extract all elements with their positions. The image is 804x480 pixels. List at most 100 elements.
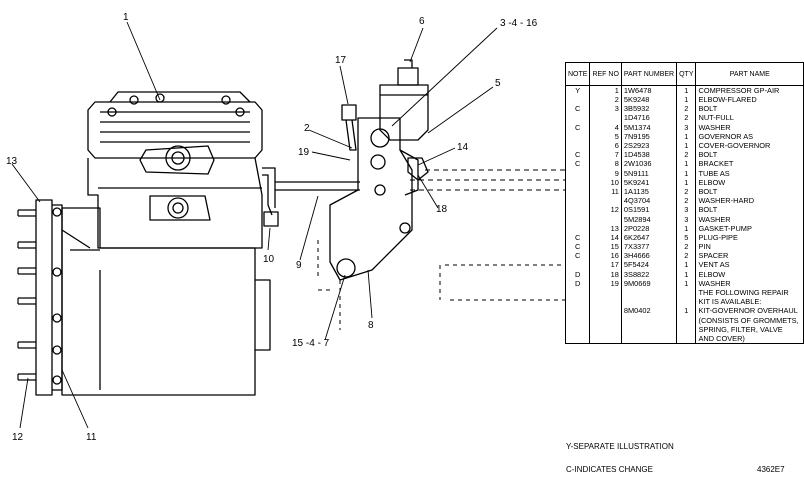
cell-name: SPACER [695, 251, 804, 261]
callout-15-4-7: 15 -4 - 7 [292, 338, 330, 349]
cell-name: ELBOW [695, 177, 804, 188]
compressor-crankcase [87, 157, 263, 249]
callout-9: 9 [296, 260, 302, 271]
cell-qty: 1 [676, 260, 697, 270]
head-bolt [129, 95, 139, 105]
cell-part: 1A1135 [620, 187, 678, 197]
cell-qty: 2 [676, 242, 697, 252]
cell-part: 8M0402 [620, 306, 678, 316]
cell-qty: 3 [676, 214, 697, 224]
cell-qty: 1 [676, 85, 697, 96]
bracket-hole [399, 222, 411, 234]
cell-part: 5K9241 [620, 177, 678, 188]
cell-part: 1W6478 [620, 85, 678, 96]
cell-part: 9M0669 [620, 278, 678, 289]
cell-name: PIN [695, 242, 804, 252]
cell-note [564, 205, 591, 215]
cell-name: BOLT [695, 205, 804, 215]
discharge-port-flange [139, 145, 215, 175]
cell-name: BOLT [695, 187, 804, 197]
cell-part: 5M2894 [620, 214, 678, 224]
cell-note: C [564, 122, 591, 132]
cell-qty [676, 297, 697, 307]
cell-qty: 2 [676, 104, 697, 114]
callout-18: 18 [436, 204, 448, 215]
cell-ref: 16 [589, 251, 622, 261]
cell-name: SPRING, FILTER, VALVE [695, 324, 804, 335]
cell-ref [589, 315, 622, 325]
cell-note: D [564, 269, 591, 279]
cell-qty: 2 [676, 196, 697, 206]
cell-part: 0S1591 [620, 205, 678, 215]
cell-part: 2W1036 [620, 159, 678, 169]
cell-ref: 7 [589, 150, 622, 160]
flange-bolts [52, 207, 62, 385]
cell-part: 3H4666 [620, 251, 678, 261]
cell-name: KIT-GOVERNOR OVERHAUL [695, 306, 804, 316]
exploded-parts-diagram: 1 6 3 -4 - 16 17 5 2 19 14 18 13 10 9 8 … [6, 12, 565, 443]
cell-part: 4Q3704 [620, 196, 678, 206]
cell-name: COVER-GOVERNOR [695, 141, 804, 151]
cell-ref: 3 [589, 104, 622, 114]
cell-name: WASHER [695, 214, 804, 224]
callout-13: 13 [6, 156, 18, 167]
cell-ref [589, 334, 622, 345]
cell-ref: 13 [589, 223, 622, 233]
cell-part: 6K2647 [620, 233, 678, 243]
cell-name: WASHER [695, 122, 804, 132]
cell-note [564, 315, 591, 325]
cell-name: BRACKET [695, 159, 804, 169]
cell-ref: 9 [589, 168, 622, 178]
bracket-hole [370, 154, 386, 170]
callout-1: 1 [123, 12, 129, 23]
cell-qty [676, 324, 697, 335]
cell-name: KIT IS AVAILABLE: [695, 297, 804, 307]
cell-note [564, 113, 591, 123]
cell-note [564, 196, 591, 206]
cell-note [564, 260, 591, 270]
head-bolt [235, 107, 245, 117]
header-ref-no: REF NO [589, 62, 622, 86]
cell-ref: 17 [589, 260, 622, 270]
cell-name: BOLT [695, 150, 804, 160]
header-part-number: PART NUMBER [620, 62, 678, 86]
compressor-head-top [109, 91, 251, 103]
vent-assembly [341, 104, 357, 151]
head-bolt [221, 95, 231, 105]
table-row: THE FOLLOWING REPAIR [564, 288, 804, 298]
cell-name: TUBE AS [695, 168, 804, 178]
cell-ref: 8 [589, 159, 622, 169]
cell-qty: 2 [676, 187, 697, 197]
cell-note: C [564, 159, 591, 169]
cell-qty: 1 [676, 141, 697, 151]
gasket [52, 204, 63, 391]
cell-part: 3B5932 [620, 104, 678, 114]
cell-ref: 18 [589, 269, 622, 279]
cell-part: 7N9195 [620, 131, 678, 142]
cell-note [564, 324, 591, 335]
cell-qty: 5 [676, 233, 697, 243]
cell-name: GASKET-PUMP [695, 223, 804, 233]
cell-name: (CONSISTS OF GROMMETS, [695, 315, 804, 325]
cell-ref: 12 [589, 205, 622, 215]
table-row: KIT IS AVAILABLE: [564, 297, 804, 307]
cell-name: COMPRESSOR GP-AIR [695, 85, 804, 96]
legend-indicates-change: C-INDICATES CHANGE [566, 465, 653, 474]
cell-qty: 2 [676, 150, 697, 160]
callout-3-4-16: 3 -4 - 16 [500, 18, 538, 29]
cell-note [564, 297, 591, 307]
pump-housing [61, 207, 256, 396]
callout-5: 5 [495, 78, 501, 89]
discharge-port [165, 145, 191, 171]
cell-ref: 6 [589, 141, 622, 151]
